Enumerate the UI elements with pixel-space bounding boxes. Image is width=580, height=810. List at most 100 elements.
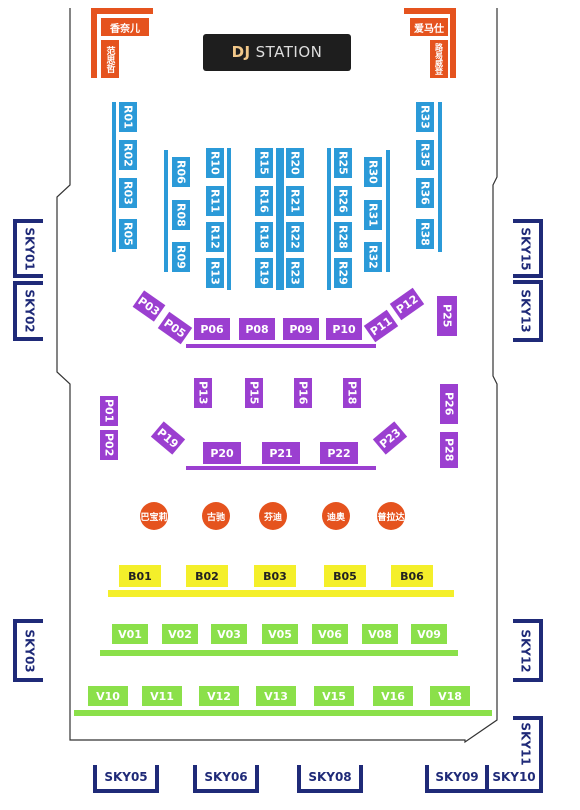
dj-label: DJ — [231, 43, 251, 61]
r-col2-rail — [164, 150, 168, 272]
table-v16[interactable]: V16 — [373, 686, 413, 706]
table-v12[interactable]: V12 — [199, 686, 239, 706]
table-v02[interactable]: V02 — [162, 624, 198, 644]
sky06[interactable]: SKY06 — [193, 765, 259, 793]
table-p06[interactable]: P06 — [194, 318, 230, 340]
table-r08[interactable]: R08 — [172, 200, 190, 230]
brand-hermes[interactable]: 爱马仕 — [410, 18, 448, 36]
table-b01[interactable]: B01 — [119, 565, 161, 587]
table-p21[interactable]: P21 — [262, 442, 300, 464]
table-v08[interactable]: V08 — [362, 624, 398, 644]
table-p25[interactable]: P25 — [437, 296, 457, 336]
table-r36[interactable]: R36 — [416, 178, 434, 208]
sky01[interactable]: SKY01 — [13, 219, 43, 278]
table-r03[interactable]: R03 — [119, 178, 137, 208]
table-r21[interactable]: R21 — [286, 186, 304, 216]
vip-dior[interactable]: 迪奥 — [316, 498, 356, 538]
brand-lv[interactable]: 路易威登 — [430, 40, 448, 78]
r-col1-rail — [112, 102, 116, 252]
table-p13[interactable]: P13 — [194, 378, 212, 408]
table-r35[interactable]: R35 — [416, 140, 434, 170]
table-b06[interactable]: B06 — [391, 565, 433, 587]
sky09[interactable]: SKY09 — [425, 765, 489, 793]
table-p28[interactable]: P28 — [440, 432, 458, 468]
table-r10[interactable]: R10 — [206, 148, 224, 178]
table-r38[interactable]: R38 — [416, 219, 434, 249]
table-b02[interactable]: B02 — [186, 565, 228, 587]
table-r18[interactable]: R18 — [255, 222, 273, 252]
table-p09[interactable]: P09 — [283, 318, 319, 340]
table-r16[interactable]: R16 — [255, 186, 273, 216]
table-r12[interactable]: R12 — [206, 222, 224, 252]
b-row-rail — [108, 590, 454, 597]
sky05[interactable]: SKY05 — [93, 765, 159, 793]
table-r28[interactable]: R28 — [334, 222, 352, 252]
table-p18[interactable]: P18 — [343, 378, 361, 408]
table-v13[interactable]: V13 — [256, 686, 296, 706]
sky03[interactable]: SKY03 — [13, 619, 43, 682]
sky12[interactable]: SKY12 — [513, 619, 543, 682]
table-r20[interactable]: R20 — [286, 148, 304, 178]
vip-prada[interactable]: 普拉达 — [371, 498, 411, 538]
r-col5-rail — [280, 148, 284, 290]
table-p02[interactable]: P02 — [100, 430, 118, 460]
table-v05[interactable]: V05 — [262, 624, 298, 644]
table-p08[interactable]: P08 — [239, 318, 275, 340]
table-r22[interactable]: R22 — [286, 222, 304, 252]
v-row1-rail — [100, 650, 458, 656]
vip-fendi[interactable]: 芬迪 — [253, 498, 293, 538]
table-p15[interactable]: P15 — [245, 378, 263, 408]
sky02[interactable]: SKY02 — [13, 281, 43, 341]
table-r02[interactable]: R02 — [119, 140, 137, 170]
table-p10[interactable]: P10 — [326, 318, 362, 340]
brand-chanel[interactable]: 香奈儿 — [101, 18, 149, 36]
table-v18[interactable]: V18 — [430, 686, 470, 706]
table-r01[interactable]: R01 — [119, 102, 137, 132]
sky13[interactable]: SKY13 — [513, 280, 543, 342]
table-v03[interactable]: V03 — [211, 624, 247, 644]
table-r05[interactable]: R05 — [119, 219, 137, 249]
table-r29[interactable]: R29 — [334, 258, 352, 288]
table-r32[interactable]: R32 — [364, 242, 382, 272]
sky15[interactable]: SKY15 — [513, 219, 543, 278]
table-b05[interactable]: B05 — [324, 565, 366, 587]
table-v06[interactable]: V06 — [312, 624, 348, 644]
table-r06[interactable]: R06 — [172, 157, 190, 187]
table-p16[interactable]: P16 — [294, 378, 312, 408]
sky10[interactable]: SKY10 — [485, 765, 543, 793]
r-col7-rail — [386, 150, 390, 272]
table-r23[interactable]: R23 — [286, 258, 304, 288]
table-b03[interactable]: B03 — [254, 565, 296, 587]
dj-station[interactable]: DJ STATION — [203, 34, 351, 71]
vip-gucci[interactable]: 古驰 — [196, 498, 236, 538]
v-row2-rail — [74, 710, 492, 716]
brand-versace[interactable]: 范思哲 — [101, 40, 119, 78]
table-v09[interactable]: V09 — [411, 624, 447, 644]
table-r19[interactable]: R19 — [255, 258, 273, 288]
table-p20[interactable]: P20 — [203, 442, 241, 464]
table-r26[interactable]: R26 — [334, 186, 352, 216]
table-r13[interactable]: R13 — [206, 258, 224, 288]
table-v11[interactable]: V11 — [142, 686, 182, 706]
table-r30[interactable]: R30 — [364, 157, 382, 187]
table-r33[interactable]: R33 — [416, 102, 434, 132]
table-r09[interactable]: R09 — [172, 242, 190, 272]
table-r31[interactable]: R31 — [364, 200, 382, 230]
table-v01[interactable]: V01 — [112, 624, 148, 644]
sky08[interactable]: SKY08 — [297, 765, 363, 793]
station-label: STATION — [255, 43, 323, 61]
vip-burberry[interactable]: 巴宝莉 — [134, 498, 174, 538]
sky11[interactable]: SKY11 — [513, 716, 543, 768]
table-r25[interactable]: R25 — [334, 148, 352, 178]
p-lower-rail — [186, 466, 376, 470]
table-v10[interactable]: V10 — [88, 686, 128, 706]
r-col6-rail — [327, 148, 331, 290]
table-r11[interactable]: R11 — [206, 186, 224, 216]
table-r15[interactable]: R15 — [255, 148, 273, 178]
table-p26[interactable]: P26 — [440, 384, 458, 424]
table-p22[interactable]: P22 — [320, 442, 358, 464]
table-p01[interactable]: P01 — [100, 396, 118, 426]
p-upper-rail — [186, 344, 376, 348]
table-v15[interactable]: V15 — [314, 686, 354, 706]
